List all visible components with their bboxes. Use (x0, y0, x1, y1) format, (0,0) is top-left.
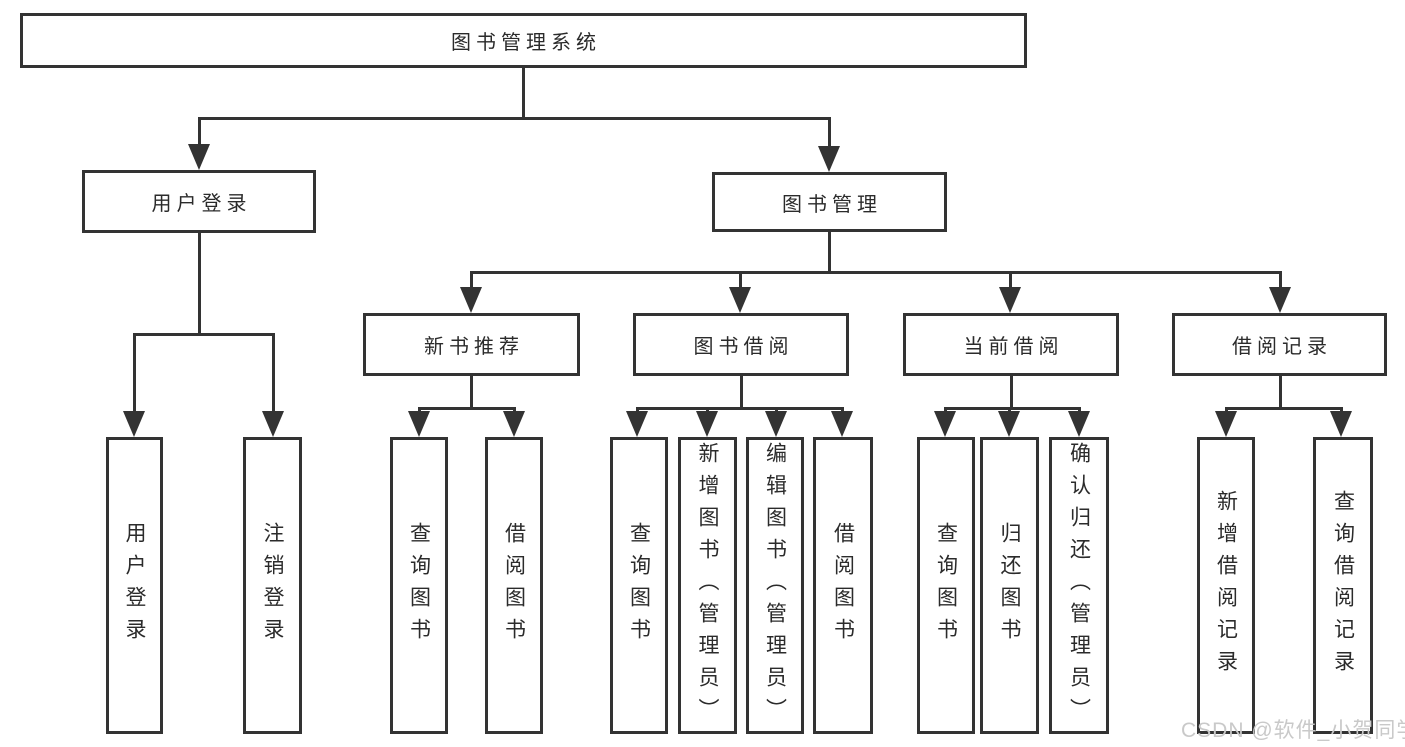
node-book-management: 图书管理 (712, 172, 947, 232)
node-label: 借阅记录 (1232, 336, 1332, 358)
connector-stem (469, 376, 473, 408)
leaf-edit-books-admin: 编辑图书（管理员） (746, 437, 804, 734)
node-label: 新书推荐 (424, 336, 524, 358)
arrowhead-down (934, 411, 956, 437)
connector-stem (1009, 376, 1013, 408)
connector-drop (1278, 271, 1282, 289)
connector-drop (271, 333, 275, 413)
node-label: 查询图书 (627, 521, 651, 650)
arrowhead-down (1269, 287, 1291, 313)
connector-drop (469, 271, 473, 289)
leaf-return-books: 归还图书 (980, 437, 1039, 734)
leaf-confirm-return-admin: 确认归还（管理员） (1049, 437, 1109, 734)
node-label: 查询借阅记录 (1331, 489, 1355, 682)
arrowhead-down (999, 287, 1021, 313)
node-label: 当前借阅 (963, 336, 1064, 358)
node-label: 查询图书 (934, 521, 958, 650)
arrowhead-down (460, 287, 482, 313)
connector-stem (827, 232, 831, 272)
node-new-book-recommend: 新书推荐 (363, 313, 580, 376)
arrowhead-down (729, 287, 751, 313)
leaf-user-login: 用户登录 (106, 437, 163, 734)
leaf-borrow-books: 借阅图书 (485, 437, 543, 734)
connector-drop (827, 117, 831, 149)
leaf-query-books: 查询图书 (390, 437, 448, 734)
connector-bar (1224, 406, 1343, 410)
arrowhead-down (696, 411, 718, 437)
node-label: 注销登录 (261, 521, 284, 650)
node-label: 图书管理系统 (451, 32, 601, 54)
node-label: 新增借阅记录 (1214, 489, 1238, 682)
connector-bar (943, 406, 1081, 410)
arrowhead-down (626, 411, 648, 437)
node-borrow-records: 借阅记录 (1172, 313, 1387, 376)
connector-drop (738, 271, 742, 289)
node-library-management-system: 图书管理系统 (20, 13, 1027, 68)
node-label: 借阅图书 (831, 521, 855, 650)
connector-root-stem (521, 68, 525, 119)
leaf-add-books-admin: 新增图书（管理员） (678, 437, 737, 734)
leaf-logout: 注销登录 (243, 437, 302, 734)
node-label: 图书管理 (782, 193, 882, 216)
arrowhead-down (818, 146, 840, 172)
node-book-borrow: 图书借阅 (633, 313, 849, 376)
connector-stem (1278, 376, 1282, 408)
arrowhead-down (1215, 411, 1237, 437)
leaf-add-borrow-record: 新增借阅记录 (1197, 437, 1255, 734)
node-label: 归还图书 (998, 521, 1021, 650)
connector-drop (197, 117, 201, 147)
arrowhead-down (998, 411, 1020, 437)
node-label: 用户登录 (123, 521, 146, 650)
node-label: 借阅图书 (502, 521, 526, 650)
connector-bar (635, 406, 844, 410)
arrowhead-down (831, 411, 853, 437)
connector-stem (739, 376, 743, 408)
node-user-login-group: 用户登录 (82, 170, 316, 233)
node-label: 用户登录 (151, 193, 252, 215)
leaf-borrow-books: 借阅图书 (813, 437, 873, 734)
node-label: 新增图书（管理员） (696, 441, 719, 730)
node-current-borrow: 当前借阅 (903, 313, 1119, 376)
watermark: CSDN @软件_小贺同学 (1181, 719, 1405, 742)
arrowhead-down (188, 144, 210, 170)
arrowhead-down (262, 411, 284, 437)
arrowhead-down (1068, 411, 1090, 437)
connector-bar (469, 270, 1282, 274)
arrowhead-down (408, 411, 430, 437)
connector-drop (1008, 271, 1012, 289)
connector-stem (197, 233, 201, 334)
node-label: 查询图书 (407, 521, 431, 650)
connector-bar (132, 332, 275, 336)
node-label: 编辑图书（管理员） (763, 441, 787, 730)
connector-drop (132, 333, 136, 413)
connector-bar (417, 406, 516, 410)
arrowhead-down (1330, 411, 1352, 437)
leaf-query-books: 查询图书 (917, 437, 975, 734)
leaf-query-borrow-record: 查询借阅记录 (1313, 437, 1373, 734)
connector-root-bar (197, 116, 831, 120)
leaf-query-books: 查询图书 (610, 437, 668, 734)
arrowhead-down (503, 411, 525, 437)
node-label: 图书借阅 (693, 336, 794, 358)
arrowhead-down (765, 411, 787, 437)
node-label: 确认归还（管理员） (1067, 441, 1091, 730)
arrowhead-down (123, 411, 145, 437)
